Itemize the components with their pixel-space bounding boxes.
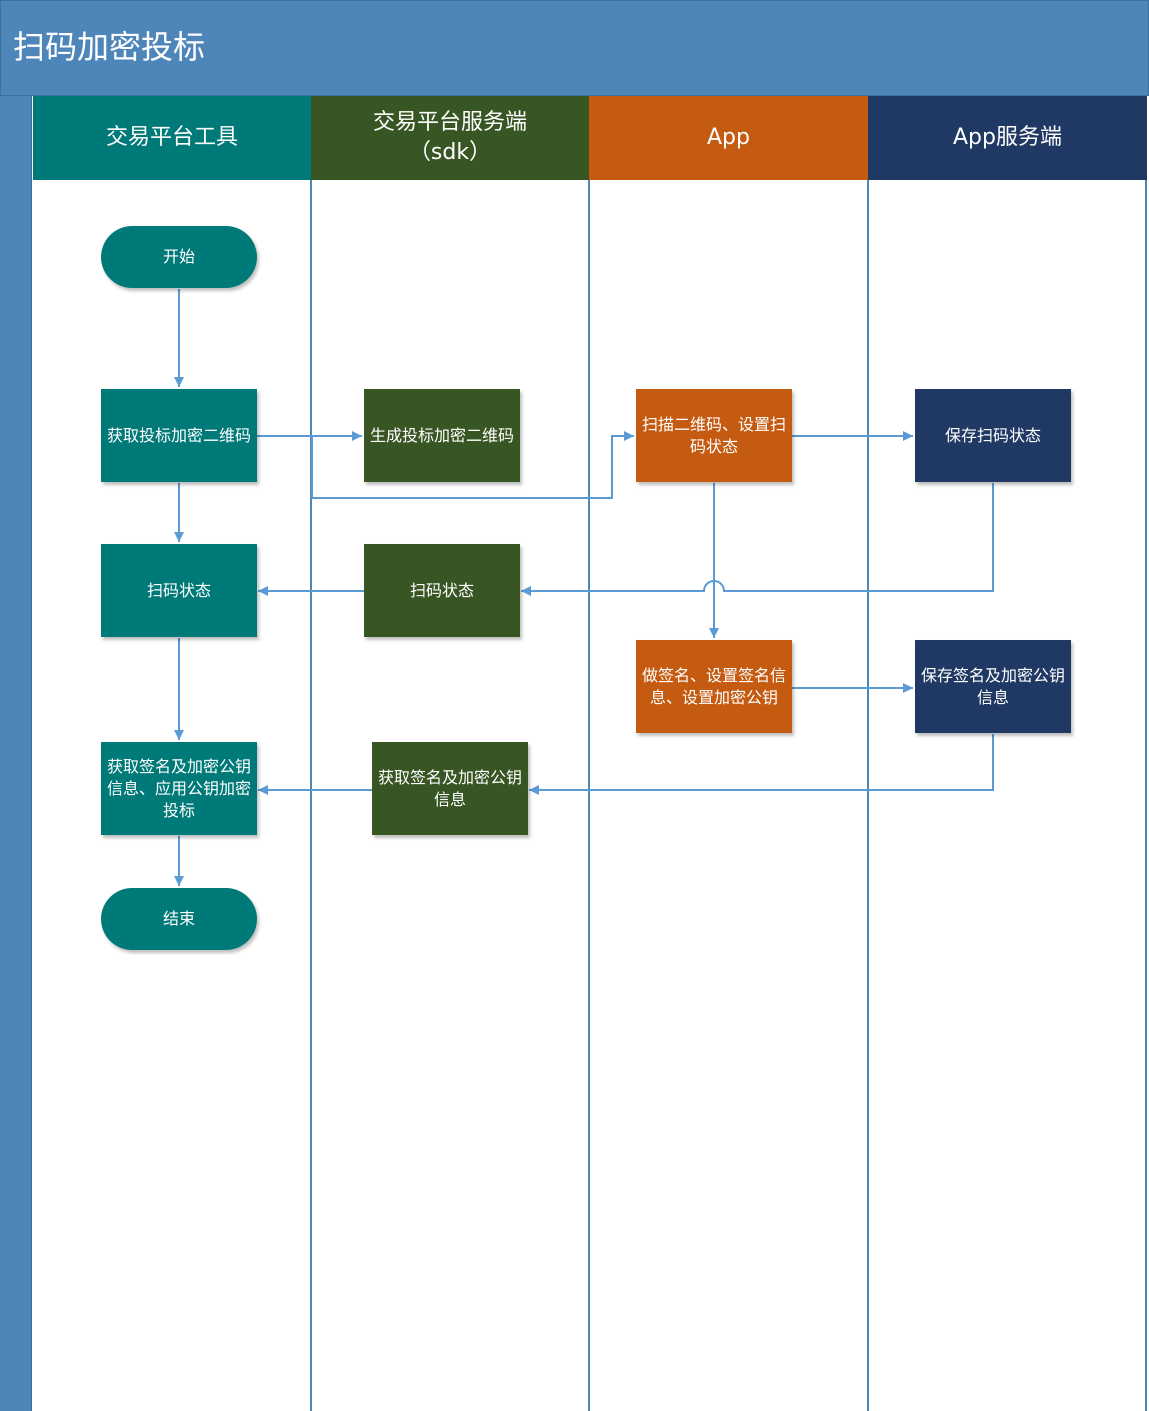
- connector-save-scan-to-scan-status-server: [521, 483, 994, 596]
- process-save-scan-status: 保存扫码状态: [915, 389, 1071, 482]
- lane-divider: [310, 180, 312, 1411]
- lane-header-app: App: [589, 96, 868, 180]
- process-generate-bid-qr: 生成投标加密二维码: [364, 389, 520, 482]
- end-node: 结束: [101, 888, 257, 950]
- process-save-sign-info: 保存签名及加密公钥信息: [915, 640, 1071, 733]
- lane-label: 交易平台工具: [105, 125, 238, 150]
- lane-divider: [867, 180, 869, 1411]
- lane-label: App服务端: [953, 125, 1062, 150]
- lane-header-trading-tool: 交易平台工具: [33, 96, 311, 180]
- lane-label: 交易平台服务端: [372, 110, 527, 135]
- connector-get-qr-to-scan-qr: [257, 431, 634, 499]
- process-scan-status-tool: 扫码状态: [101, 544, 257, 637]
- process-get-sign-info-tool: 获取签名及加密公钥信息、应用公钥加密投标: [101, 742, 257, 835]
- lane-header-app-server: App服务端: [868, 96, 1147, 180]
- process-get-bid-qr: 获取投标加密二维码: [101, 389, 257, 482]
- swimlane-left-bar: [0, 96, 32, 1411]
- connector-save-sign-to-get-sign-server: [529, 734, 994, 795]
- lane-header-trading-server: 交易平台服务端 （sdk）: [311, 96, 589, 180]
- process-get-sign-info-server: 获取签名及加密公钥信息: [372, 742, 528, 835]
- diagram-title: 扫码加密投标: [13, 28, 206, 66]
- swimlane-title-bar: 扫码加密投标: [0, 0, 1149, 96]
- lane-divider: [1145, 180, 1147, 1411]
- process-scan-qr: 扫描二维码、设置扫码状态: [636, 389, 792, 482]
- lane-sublabel: （sdk）: [408, 140, 492, 165]
- start-node: 开始: [101, 226, 257, 288]
- lane-divider: [588, 180, 590, 1411]
- process-sign: 做签名、设置签名信息、设置加密公钥: [636, 640, 792, 733]
- lane-label: App: [707, 125, 750, 150]
- process-scan-status-server: 扫码状态: [364, 544, 520, 637]
